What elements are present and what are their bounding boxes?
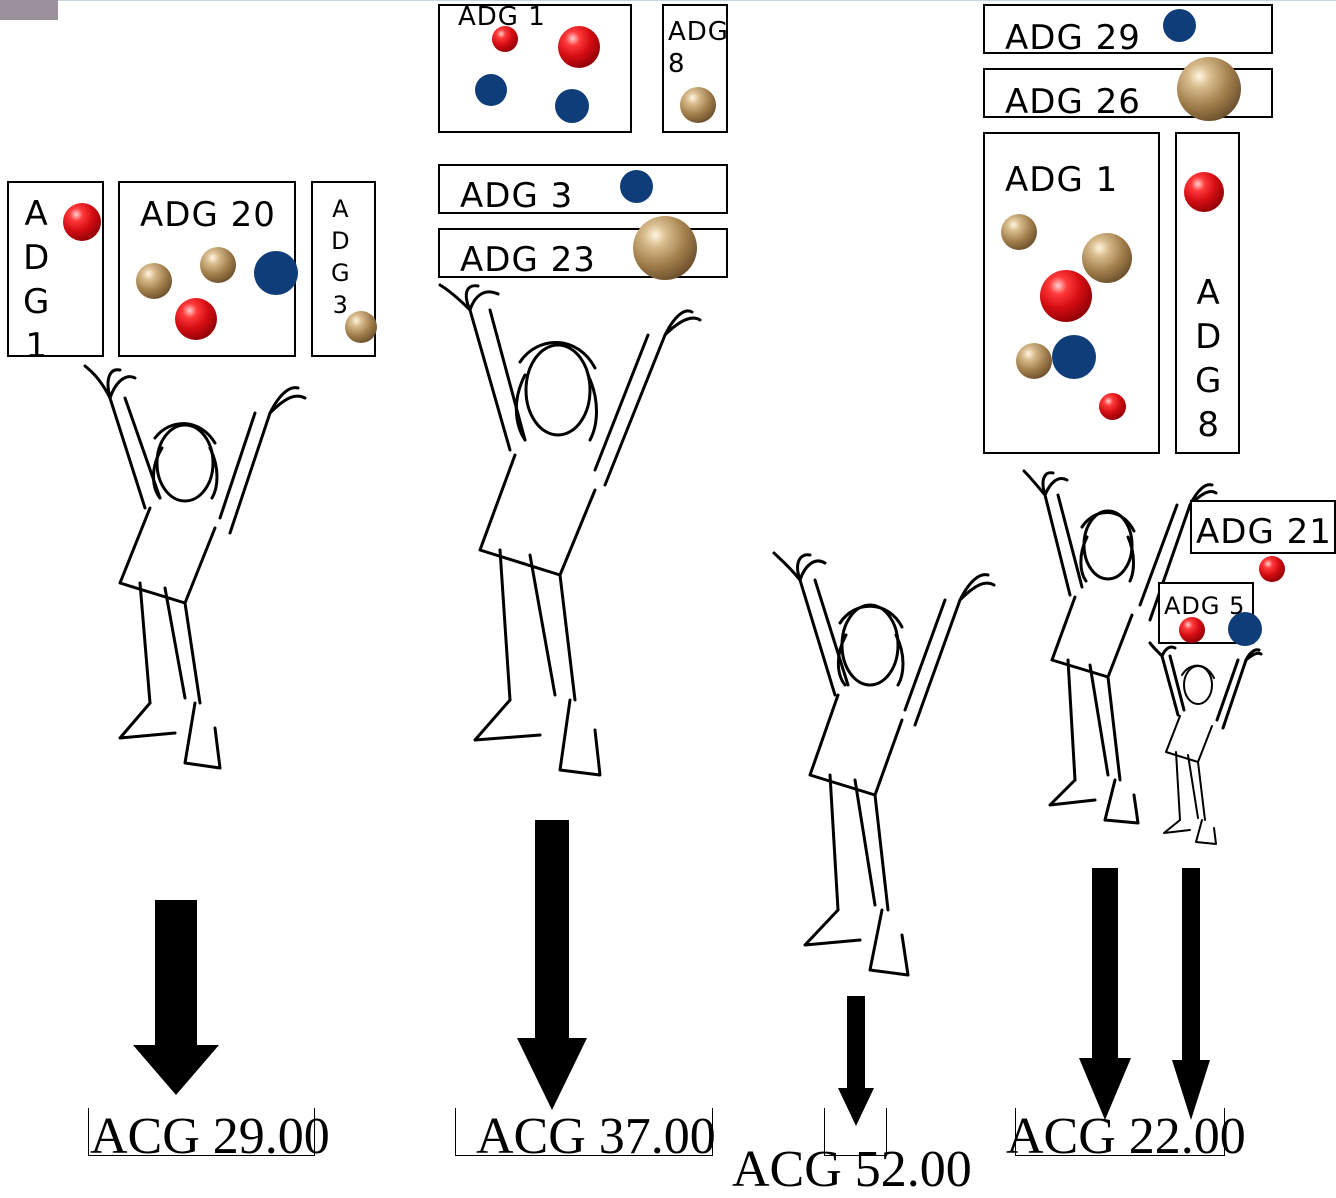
adg-box-g4-4: A D G 8 <box>1175 132 1240 454</box>
juggler-figure <box>83 364 307 770</box>
adg-box-g1-3: A D G 3 <box>311 181 376 357</box>
red-ball <box>1179 617 1205 643</box>
red-ball <box>175 298 217 340</box>
juggler-figure <box>1022 469 1218 825</box>
adg-label: ADG 8 <box>668 17 729 79</box>
red-ball <box>1040 270 1092 322</box>
brown-ball <box>1016 343 1052 379</box>
down-arrow <box>1079 868 1131 1120</box>
juggler-figure <box>772 551 996 977</box>
brown-ball <box>136 263 172 299</box>
down-arrow <box>1172 868 1210 1120</box>
acg-result-label: ACG 37.00 <box>476 1108 716 1165</box>
blue-ball <box>475 74 507 106</box>
adg-box-g2-2: ADG 8 <box>662 4 728 133</box>
blue-ball <box>620 170 653 203</box>
acg-result-box <box>455 1108 713 1156</box>
red-ball <box>1099 393 1126 420</box>
adg-box-g4-3: ADG 1 <box>983 132 1160 454</box>
acg-result-label: ACG 22.00 <box>1006 1108 1246 1165</box>
corner-badge <box>0 0 58 20</box>
brown-ball <box>200 247 236 283</box>
blue-ball <box>1163 9 1196 42</box>
acg-result-label: ACG 52.00 <box>732 1141 972 1198</box>
juggler-figure <box>438 283 702 777</box>
adg-label: ADG 26 <box>1005 82 1141 122</box>
adg-label: ADG 20 <box>140 195 276 235</box>
adg-label-vertical: A D G 3 <box>331 195 350 319</box>
blue-ball <box>254 251 298 295</box>
adg-box-g4-1: ADG 29 <box>983 4 1273 58</box>
down-arrow <box>133 900 219 1095</box>
adg-box-g4-5: ADG 21 <box>1190 500 1336 554</box>
brown-ball <box>345 311 377 343</box>
acg-result-label: ACG 29.00 <box>90 1108 330 1165</box>
adg-box-g4-2: ADG 26 <box>983 68 1273 122</box>
adg-label: ADG 5 <box>1164 592 1246 620</box>
brown-ball <box>633 216 697 280</box>
acg-result-box <box>88 1108 315 1156</box>
red-ball <box>492 26 518 52</box>
acg-result-box <box>824 1108 887 1156</box>
adg-box-g2-1: ADG 1 <box>438 2 632 133</box>
adg-label: ADG 21 <box>1196 512 1332 552</box>
down-arrow <box>838 996 874 1126</box>
brown-ball <box>1082 233 1132 283</box>
adg-label: ADG 29 <box>1005 18 1141 58</box>
adg-box-g2-3: ADG 3 <box>438 164 728 216</box>
adg-label-vertical: A D G 8 <box>1195 273 1222 445</box>
red-ball <box>63 203 101 241</box>
blue-ball <box>1052 335 1096 379</box>
top-border-line <box>0 0 1336 1</box>
brown-ball <box>680 87 716 123</box>
acg-result-box <box>1015 1108 1225 1156</box>
adg-label: ADG 23 <box>460 240 596 280</box>
brown-ball <box>1177 57 1241 121</box>
adg-box-g1-1: A D G 1 <box>7 181 104 363</box>
adg-label-vertical: A D G 1 <box>23 194 50 366</box>
red-ball <box>1259 556 1285 582</box>
down-arrow <box>517 820 587 1110</box>
adg-label: ADG 3 <box>460 176 574 216</box>
adg-label: ADG 1 <box>1005 160 1119 200</box>
blue-ball <box>1228 612 1262 646</box>
red-ball <box>558 26 600 68</box>
red-ball <box>1184 172 1224 212</box>
juggler-figure-small <box>1148 641 1263 845</box>
brown-ball <box>1001 214 1037 250</box>
adg-box-g2-4: ADG 23 <box>438 228 728 280</box>
blue-ball <box>555 89 589 123</box>
